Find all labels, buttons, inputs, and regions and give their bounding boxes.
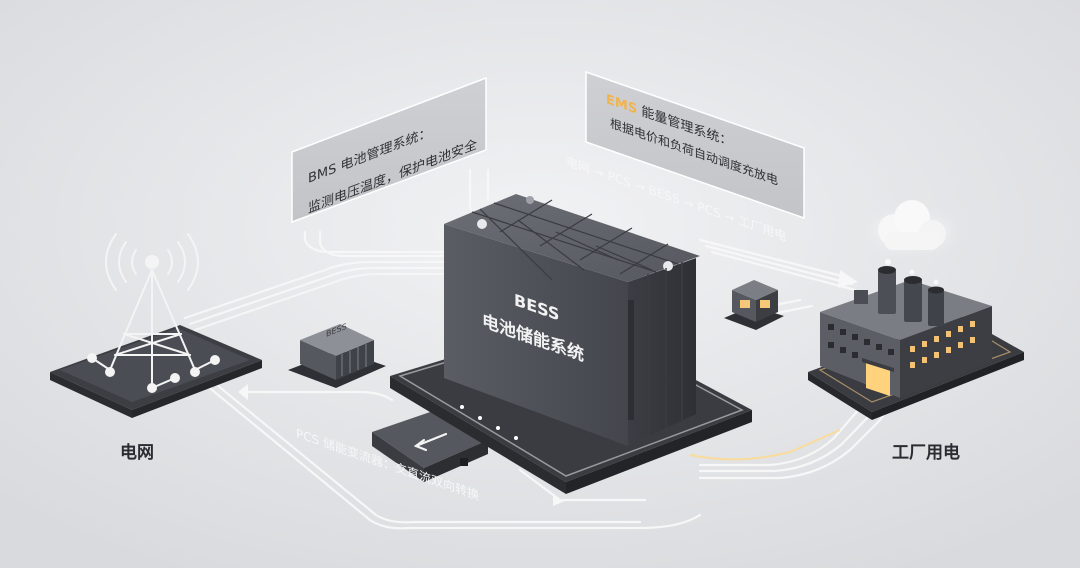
arrow-right-marker (553, 496, 565, 506)
bms-panel (291, 76, 487, 224)
small-bess-unit (288, 324, 386, 388)
factory-label: 工厂用电 (892, 443, 960, 463)
cloud-icon (872, 200, 952, 250)
ems-panel (585, 70, 805, 220)
grid-platform (50, 325, 262, 418)
grid-label: 电网 (120, 443, 154, 463)
flow-lines (183, 168, 892, 530)
radio-tower-icon (87, 233, 220, 393)
bess-cabinet (444, 194, 700, 446)
arrow-left-icon (413, 432, 448, 452)
lamp-box (724, 280, 784, 330)
arrow-to-grid (238, 384, 248, 400)
factory-icon (820, 259, 992, 398)
arrow-to-factory (838, 270, 858, 288)
